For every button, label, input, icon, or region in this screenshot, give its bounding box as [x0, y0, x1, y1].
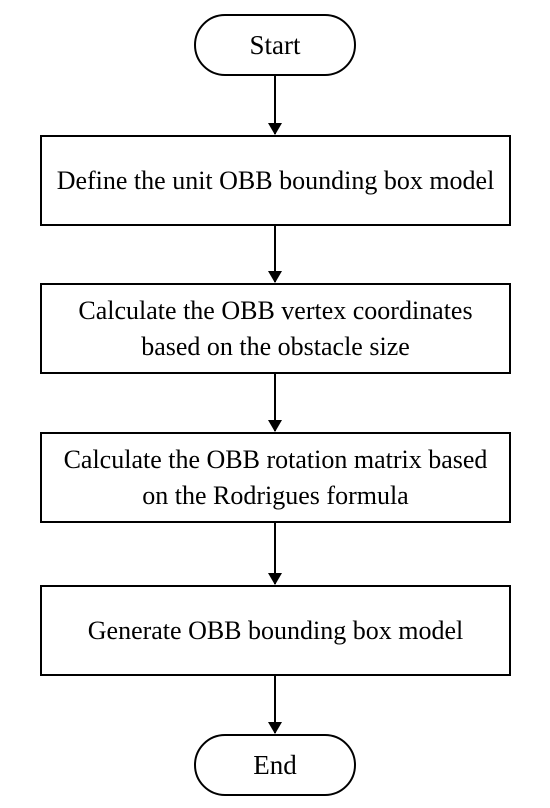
process-step-label: Calculate the OBB vertex coordinates bas… — [78, 295, 473, 361]
start-label: Start — [249, 29, 301, 60]
process-step-label: Generate OBB bounding box model — [87, 615, 464, 645]
end-terminal: End — [194, 734, 356, 796]
process-step-calculate-rotation: Calculate the OBB rotation matrix based … — [40, 432, 511, 523]
end-label: End — [253, 749, 297, 780]
process-step-label: Define the unit OBB bounding box model — [56, 165, 495, 195]
process-step-generate-model: Generate OBB bounding box model — [40, 585, 511, 676]
process-step-calculate-vertices: Calculate the OBB vertex coordinates bas… — [40, 283, 511, 374]
process-step-label: Calculate the OBB rotation matrix based … — [63, 444, 488, 510]
start-terminal: Start — [194, 14, 356, 76]
process-step-define-model: Define the unit OBB bounding box model — [40, 135, 511, 226]
